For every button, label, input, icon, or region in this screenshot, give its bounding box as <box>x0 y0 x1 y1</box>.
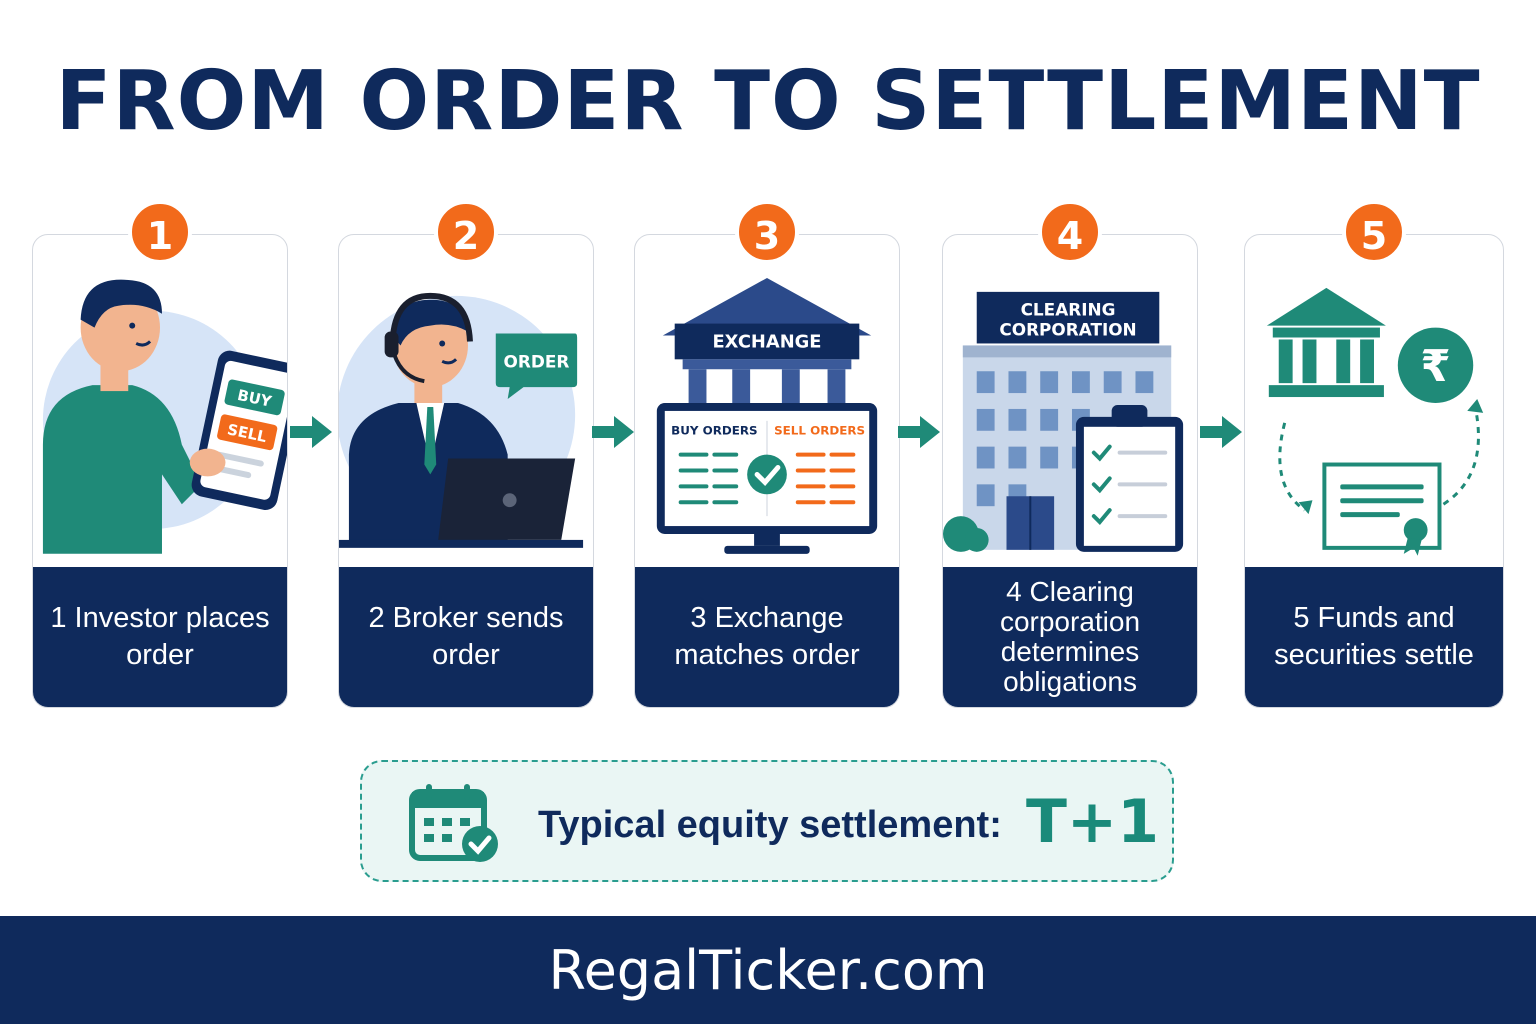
clearing-sign-line1: CLEARING <box>1021 300 1116 320</box>
order-bubble-label: ORDER <box>504 351 570 371</box>
checklist-icon <box>1091 444 1112 525</box>
step-card-4: CLEARING CORPORATION <box>942 234 1198 708</box>
step-caption-3: 3 Exchange matches order <box>635 567 899 707</box>
clearing-sign-line2: CORPORATION <box>999 320 1136 340</box>
step-badge-1: 1 <box>128 200 192 264</box>
step-caption-5: 5 Funds and securities settle <box>1245 567 1503 707</box>
match-check-icon <box>747 454 787 495</box>
bank-icon <box>1266 287 1386 398</box>
buy-orders-label: BUY ORDERS <box>671 424 757 438</box>
step-badge-5: 5 <box>1342 200 1406 264</box>
settlement-value: T+1 <box>1026 787 1159 857</box>
broker-illustration: ORDER <box>339 235 593 569</box>
arrow-right-icon <box>1200 416 1242 448</box>
settlement-illustration: ₹ <box>1245 235 1503 569</box>
calendar-check-icon <box>409 784 498 862</box>
step-card-1: BUY SELL 1 Investor places order <box>32 234 288 708</box>
step-card-2: ORDER 2 Broker sends order <box>338 234 594 708</box>
settlement-note: Typical equity settlement: T+1 <box>360 760 1174 882</box>
step-caption-1: 1 Investor places order <box>33 567 287 707</box>
arrow-right-icon <box>592 416 634 448</box>
clearing-corporation-illustration: CLEARING CORPORATION <box>943 235 1197 569</box>
rupee-coin-icon <box>1397 327 1474 403</box>
step-badge-2: 2 <box>434 200 498 264</box>
step-card-5: ₹ 5 Funds and securities settle <box>1244 234 1504 708</box>
step-caption-4: 4 Clearing corporation determines obliga… <box>943 567 1197 707</box>
footer-bar: RegalTicker.com <box>0 916 1536 1024</box>
step-card-3: EXCHANGE BUY ORDERS SELL ORDERS <box>634 234 900 708</box>
footer-brand[interactable]: RegalTicker.com <box>548 938 988 1002</box>
exchange-sign: EXCHANGE <box>712 331 821 352</box>
sell-orders-label: SELL ORDERS <box>774 424 865 438</box>
step-badge-3: 3 <box>735 200 799 264</box>
exchange-illustration: EXCHANGE BUY ORDERS SELL ORDERS <box>635 235 899 569</box>
step-badge-4: 4 <box>1038 200 1102 264</box>
page-title: FROM ORDER TO SETTLEMENT <box>55 54 1481 149</box>
step-caption-2: 2 Broker sends order <box>339 567 593 707</box>
currency-symbol: ₹ <box>1420 341 1450 392</box>
settlement-label: Typical equity settlement: <box>538 804 1002 846</box>
investor-illustration: BUY SELL <box>33 235 287 569</box>
arrow-right-icon <box>290 416 332 448</box>
arrow-right-icon <box>898 416 940 448</box>
